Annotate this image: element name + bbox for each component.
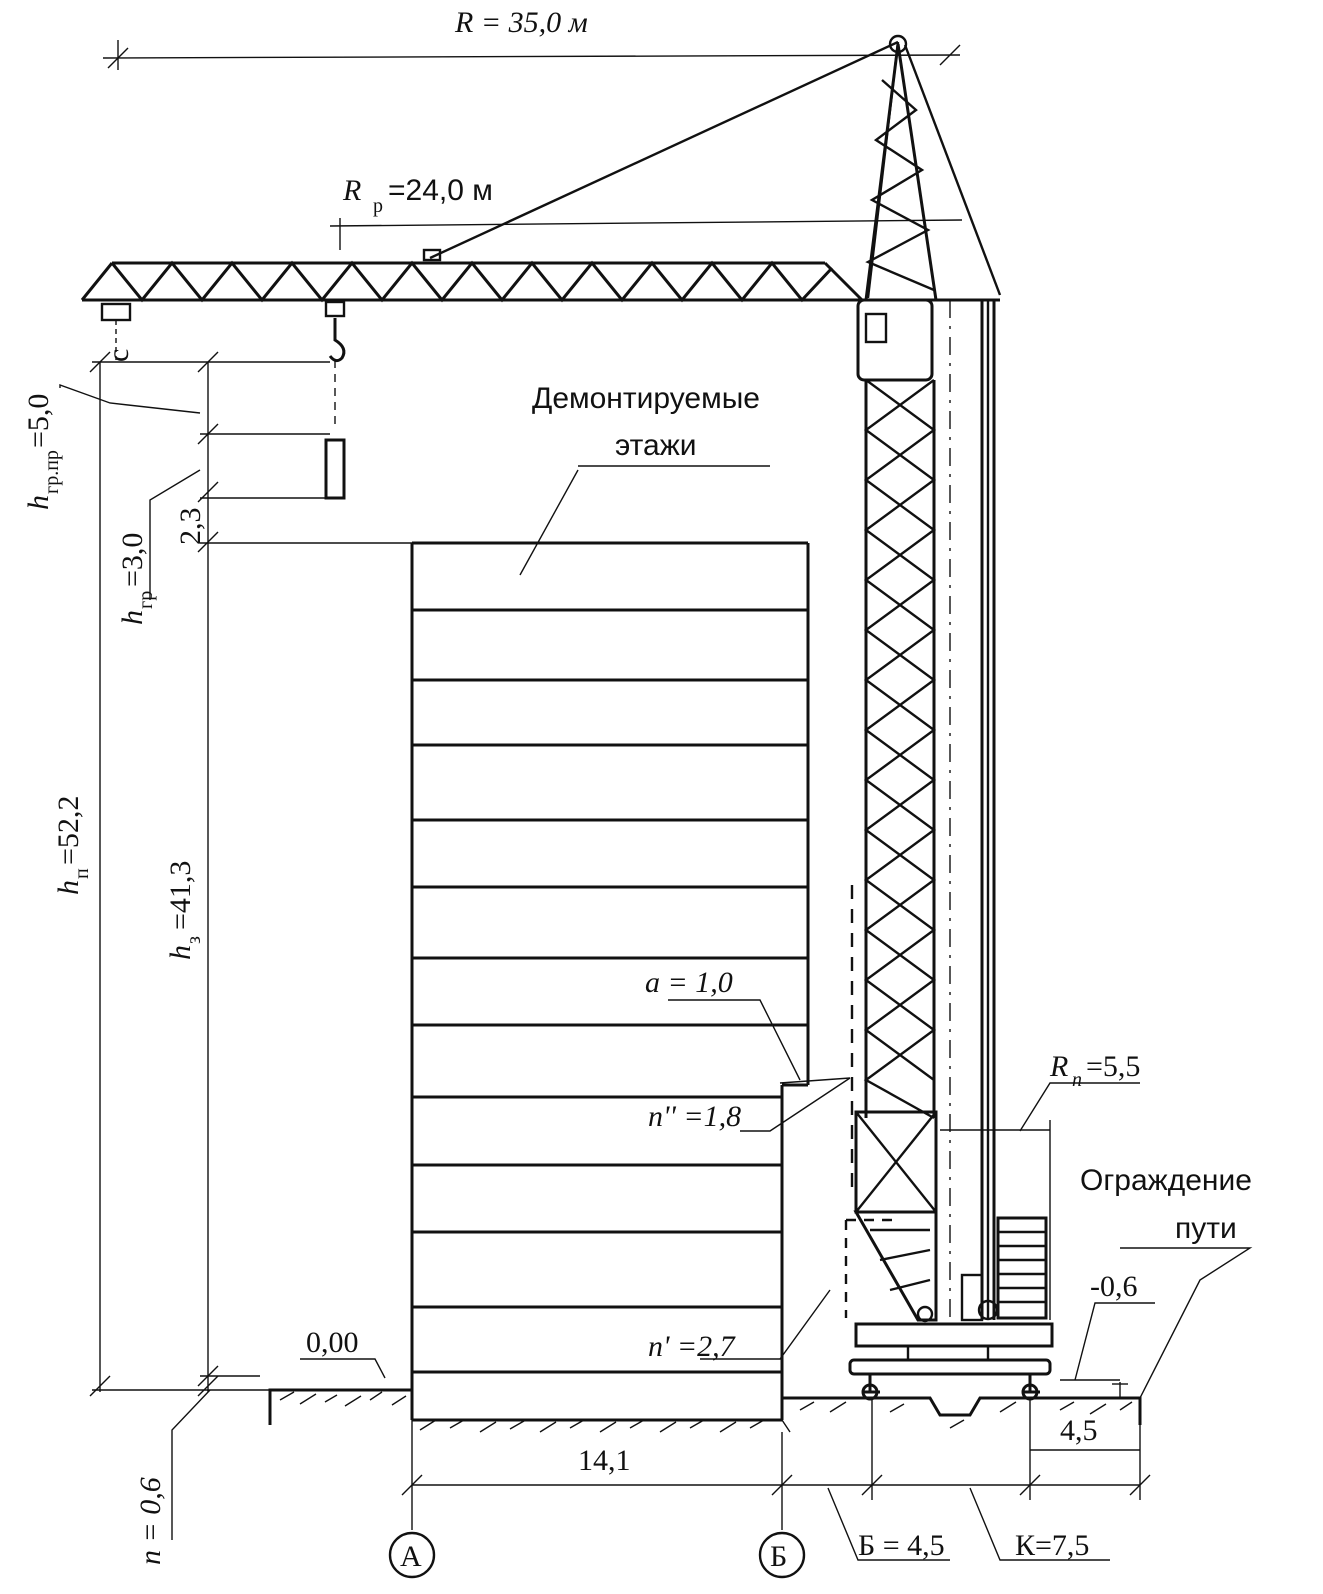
h-load-label: h гр =3,0 xyxy=(116,533,157,625)
b-width-label: Б = 4,5 xyxy=(858,1529,945,1562)
svg-text:n: n xyxy=(1072,1069,1082,1091)
svg-text:гр: гр xyxy=(135,591,157,609)
dismantled-floors-label-1: Демонтируемые xyxy=(532,382,760,415)
axis-a-label: А xyxy=(400,1540,422,1573)
crane-undercarriage xyxy=(848,1322,1054,1401)
tail-contour xyxy=(844,885,1051,1320)
radius-work-symbol: R xyxy=(342,174,361,207)
dim-verticals-left xyxy=(89,351,412,1397)
svg-text:=3,0: =3,0 xyxy=(116,533,149,587)
track-offset-label: 4,5 xyxy=(1060,1414,1098,1447)
building-width-label: 14,1 xyxy=(578,1444,631,1477)
n-lower-label: n' =2,7 xyxy=(648,1330,737,1363)
tail-radius-label: R n =5,5 xyxy=(1049,1050,1140,1091)
svg-text:з: з xyxy=(183,936,205,944)
n-upper-label: n'' =1,8 xyxy=(648,1100,741,1133)
svg-text:=5,0: =5,0 xyxy=(22,394,55,448)
a-clearance-label: a = 1,0 xyxy=(645,966,733,999)
tower-mast xyxy=(856,298,937,1120)
building xyxy=(410,541,810,1433)
n-ground-label: n = 0,6 xyxy=(134,1477,167,1565)
svg-text:h: h xyxy=(52,880,85,895)
jib-trolley: с xyxy=(100,302,135,362)
trolley-mark: с xyxy=(102,349,135,362)
h-building-label: h з =41,3 xyxy=(164,861,205,960)
axis-b-label: Б xyxy=(770,1540,787,1573)
svg-text:h: h xyxy=(164,945,197,960)
k-gauge-label: К=7,5 xyxy=(1015,1529,1089,1562)
counterweight xyxy=(996,1216,1048,1320)
crane-jib xyxy=(80,260,1000,303)
svg-text:R: R xyxy=(1049,1050,1068,1083)
dim-radius-work: R р =24,0 м xyxy=(329,174,963,250)
svg-text:гр.пр: гр.пр xyxy=(41,450,63,494)
h-load-sling-label: h гр.пр =5,0 xyxy=(22,394,63,510)
svg-text:=41,3: =41,3 xyxy=(164,861,197,930)
radius-work-subscript: р xyxy=(373,195,383,217)
dismantled-floors-label-2: этажи xyxy=(615,429,697,462)
svg-text:h: h xyxy=(116,610,149,625)
h-lift-label: h п =52,2 xyxy=(52,796,93,895)
dim-radius-max: R = 35,0 м xyxy=(102,6,961,70)
fence-label-2: пути xyxy=(1175,1212,1237,1245)
gap-label: 2,3 xyxy=(174,508,207,546)
tower-head xyxy=(864,34,938,301)
leaders xyxy=(59,384,1253,1540)
crane-pendant xyxy=(422,40,1002,299)
svg-text:=5,5: =5,5 xyxy=(1086,1050,1140,1083)
hook-block xyxy=(324,300,346,500)
radius-work-value: =24,0 м xyxy=(388,174,493,207)
dim-bottom xyxy=(388,1398,1151,1579)
tower-portal xyxy=(853,1110,938,1323)
axis-b-bubble xyxy=(758,1531,806,1579)
zero-level-label: 0,00 xyxy=(306,1326,359,1359)
labels: Демонтируемые этажи h гр.пр =5,0 h гр =3… xyxy=(22,382,1252,1573)
svg-text:п: п xyxy=(71,868,93,879)
tower-rear-strut xyxy=(949,300,999,1322)
fence-label-1: Ограждение xyxy=(1080,1164,1252,1197)
svg-text:=52,2: =52,2 xyxy=(52,796,85,865)
svg-text:h: h xyxy=(22,495,55,510)
axis-a-bubble xyxy=(388,1531,436,1579)
radius-max-label: R = 35,0 м xyxy=(454,6,588,39)
minus-level-label: -0,6 xyxy=(1090,1270,1138,1303)
ground xyxy=(268,1388,1142,1433)
